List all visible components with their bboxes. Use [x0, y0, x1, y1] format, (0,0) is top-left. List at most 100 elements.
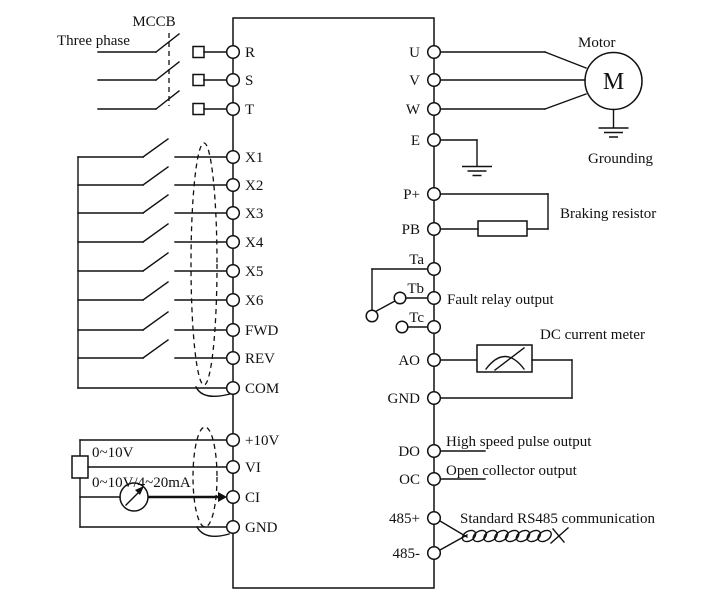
- terminal-COM: [225, 380, 241, 396]
- terminal-X5: [225, 263, 241, 279]
- terminal-V-label: V: [409, 73, 420, 89]
- motor-symbol: M: [584, 51, 643, 111]
- terminal-P-plus-label: P+: [403, 187, 420, 203]
- terminal-X1-label: X1: [245, 150, 263, 166]
- three-phase-label: Three phase: [57, 33, 130, 49]
- vi-range-label: 0~10V: [92, 445, 134, 461]
- terminal-R-label: R: [245, 45, 255, 61]
- terminal-Tb: [426, 290, 442, 306]
- motor-output-section: U V W E M Motor Grounding: [406, 35, 653, 177]
- fault-relay-section: Ta Tb Tc Fault relay output: [365, 252, 554, 335]
- terminal-PB-label: PB: [402, 222, 420, 238]
- terminal-X4: [225, 234, 241, 250]
- terminal-10V-label: +10V: [245, 433, 279, 449]
- terminal-VI: [225, 459, 241, 475]
- terminal-Tc: [426, 319, 442, 335]
- terminal-485-minus: [426, 545, 442, 561]
- motor-label: Motor: [578, 35, 616, 51]
- terminal-GND-left-label: GND: [245, 520, 278, 536]
- terminal-AO-label: AO: [398, 353, 420, 369]
- motor-letter: M: [603, 69, 624, 95]
- terminal-VI-label: VI: [245, 460, 261, 476]
- terminal-U: [426, 44, 442, 60]
- terminal-FWD: [225, 322, 241, 338]
- terminal-X3: [225, 205, 241, 221]
- terminal-V: [426, 72, 442, 88]
- terminal-OC-label: OC: [399, 472, 420, 488]
- terminal-FWD-label: FWD: [245, 323, 279, 339]
- relay-pole-contact: [365, 309, 379, 323]
- open-collector-label: Open collector output: [446, 463, 578, 479]
- ci-range-label: 0~10V/4~20mA: [92, 475, 191, 491]
- terminal-10V: [225, 432, 241, 448]
- ci-arrowhead: [218, 492, 227, 502]
- terminal-REV: [225, 350, 241, 366]
- terminal-T-label: T: [245, 102, 254, 118]
- rs485-section: 485+ 485- Standard RS485 communication: [389, 510, 655, 562]
- mccb-breaker-symbol: [97, 33, 180, 110]
- terminal-Ta-label: Ta: [409, 252, 424, 268]
- grounding-label: Grounding: [588, 151, 653, 167]
- motor-ground-symbol: [598, 108, 629, 138]
- input-fuse-squares: [192, 45, 228, 116]
- terminal-W: [426, 101, 442, 117]
- terminal-Tb-label: Tb: [407, 281, 424, 297]
- terminal-485-plus: [426, 510, 442, 526]
- terminal-CI: [225, 489, 241, 505]
- twisted-pair-symbol: [439, 520, 569, 551]
- terminal-REV-label: REV: [245, 351, 275, 367]
- terminal-DO-label: DO: [398, 444, 420, 460]
- digital-input-section: X1 X2 X3 X4 X5 X6 FWD REV COM: [77, 138, 279, 397]
- terminal-Ta: [426, 261, 442, 277]
- terminal-W-label: W: [406, 102, 421, 118]
- braking-resistor-label: Braking resistor: [560, 206, 656, 222]
- dc-meter-symbol: [476, 344, 533, 373]
- shield-drain-hook-analog: [196, 526, 230, 537]
- shield-drain-hook-digital: [195, 386, 231, 397]
- terminal-X6-label: X6: [245, 293, 264, 309]
- terminal-S: [225, 72, 241, 88]
- terminal-X2: [225, 177, 241, 193]
- terminal-R: [225, 44, 241, 60]
- rs485-label: Standard RS485 communication: [460, 511, 655, 527]
- terminal-CI-label: CI: [245, 490, 260, 506]
- terminal-X5-label: X5: [245, 264, 263, 280]
- terminal-Tc-label: Tc: [409, 310, 424, 326]
- dc-current-meter-label: DC current meter: [540, 327, 645, 343]
- terminal-X6: [225, 292, 241, 308]
- terminal-GND-right: [426, 390, 442, 406]
- shielded-cable-ellipse-analog: [192, 426, 218, 528]
- high-speed-pulse-label: High speed pulse output: [446, 434, 592, 450]
- terminal-AO: [426, 352, 442, 368]
- terminal-485-plus-label: 485+: [389, 511, 420, 527]
- terminal-COM-label: COM: [245, 381, 279, 397]
- shielded-cable-ellipse-digital: [190, 142, 218, 386]
- relay-tb-contact: [393, 291, 407, 305]
- earth-ground-symbol: [440, 139, 492, 177]
- terminal-E: [426, 132, 442, 148]
- terminal-X2-label: X2: [245, 178, 263, 194]
- braking-resistor-section: P+ PB Braking resistor: [402, 186, 656, 238]
- potentiometer-symbol: [71, 455, 89, 479]
- mccb-label: MCCB: [132, 14, 175, 30]
- terminal-E-label: E: [411, 133, 420, 149]
- terminal-X3-label: X3: [245, 206, 263, 222]
- terminal-485-minus-label: 485-: [393, 546, 421, 562]
- relay-tc-contact: [395, 320, 409, 334]
- digital-input-switches: [77, 138, 228, 389]
- analog-output-section: AO GND DC current meter: [388, 327, 645, 407]
- terminal-P-plus: [426, 186, 442, 202]
- analog-input-section: 0~10V 0~10V/4~20mA +10V VI CI GND: [71, 426, 279, 537]
- terminal-X4-label: X4: [245, 235, 264, 251]
- terminal-OC: [426, 471, 442, 487]
- fault-relay-label: Fault relay output: [447, 292, 554, 308]
- terminal-DO: [426, 443, 442, 459]
- terminal-X1: [225, 149, 241, 165]
- digital-output-section: DO OC High speed pulse output Open colle…: [398, 434, 592, 488]
- terminal-U-label: U: [409, 45, 420, 61]
- terminal-GND-left: [225, 519, 241, 535]
- three-phase-input-section: Three phase MCCB R S T: [57, 14, 255, 118]
- braking-resistor-symbol: [477, 220, 528, 237]
- relay-contact-symbol: [365, 268, 429, 334]
